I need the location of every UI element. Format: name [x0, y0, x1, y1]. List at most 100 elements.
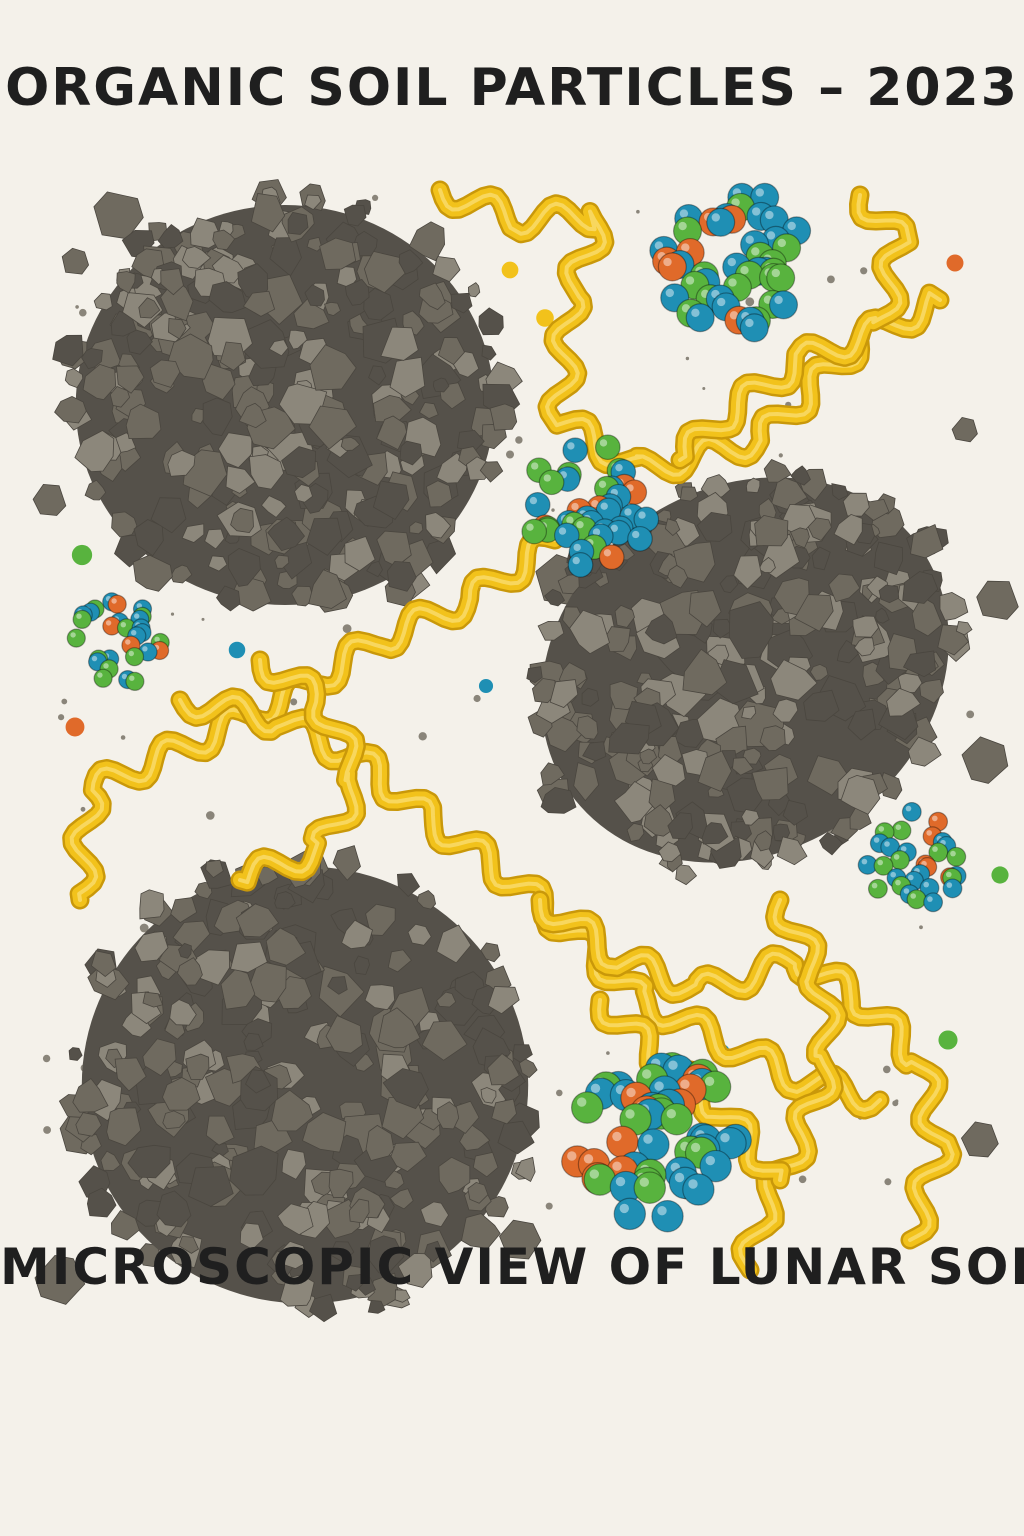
speck	[892, 1100, 899, 1107]
bead	[657, 252, 687, 282]
bead	[570, 1091, 604, 1124]
bead	[538, 469, 565, 496]
bead-cluster	[521, 434, 660, 578]
bead	[613, 1197, 647, 1231]
bead	[706, 207, 736, 237]
loose-bead	[946, 254, 964, 272]
pebble	[499, 1219, 542, 1260]
bead	[867, 878, 888, 899]
pebble	[951, 416, 978, 443]
bead	[672, 216, 703, 246]
loose-bead	[65, 717, 85, 737]
bead	[138, 642, 158, 662]
bead	[901, 801, 922, 822]
bead	[906, 889, 927, 910]
speck	[342, 624, 352, 633]
loose-bead	[991, 866, 1009, 884]
bead-cluster	[66, 592, 170, 692]
poster-subtitle: MICROSCOPIC VIEW OF LUNAR SOIL	[0, 1238, 1024, 1296]
bead	[66, 628, 86, 648]
organic-filament	[670, 185, 920, 470]
organic-filament	[430, 180, 950, 485]
speck	[860, 267, 868, 275]
bead	[567, 552, 594, 578]
loose-bead	[228, 641, 246, 659]
speck	[778, 453, 783, 458]
bead	[766, 263, 796, 293]
pebble	[34, 1254, 86, 1305]
speck	[201, 617, 205, 621]
speck	[418, 732, 427, 741]
poster-title: ORGANIC SOIL PARTICLES – 2023	[5, 58, 1019, 118]
bead	[598, 544, 625, 570]
bead	[524, 491, 551, 518]
speck	[170, 612, 175, 616]
bead	[891, 820, 912, 841]
speck	[919, 925, 923, 930]
bead	[124, 647, 145, 667]
bead-clusters	[66, 182, 967, 1233]
pebble	[32, 483, 67, 516]
speck	[702, 387, 706, 390]
mineral-aggregates	[52, 179, 973, 1323]
bead-cluster	[857, 801, 967, 913]
speck	[515, 436, 523, 444]
speck	[473, 694, 481, 703]
bead	[651, 1199, 684, 1233]
loose-bead	[938, 1030, 958, 1050]
bead	[942, 878, 963, 899]
bead	[928, 842, 949, 863]
speck	[80, 806, 86, 812]
bead	[125, 671, 145, 692]
mineral-aggregate	[52, 179, 523, 613]
speck	[827, 275, 835, 284]
mineral-aggregate	[58, 845, 540, 1323]
bead	[562, 437, 589, 464]
organic-filament	[230, 650, 366, 892]
speck	[636, 209, 640, 214]
bead	[107, 594, 127, 614]
speck	[606, 1051, 610, 1055]
bead	[698, 1070, 732, 1104]
bead	[946, 846, 967, 867]
bead	[685, 303, 715, 333]
organic-filament	[530, 890, 963, 1250]
speck	[120, 735, 126, 740]
speck	[506, 450, 514, 459]
speck	[43, 1126, 51, 1134]
bead	[521, 518, 548, 545]
bead	[594, 434, 621, 461]
speck	[545, 1202, 553, 1210]
bead	[553, 522, 580, 549]
pebble	[961, 736, 1009, 784]
speck	[556, 1089, 563, 1097]
bead	[768, 290, 799, 320]
loose-bead	[71, 544, 93, 566]
speck	[551, 508, 555, 512]
loose-bead	[478, 678, 494, 694]
bead	[923, 892, 944, 913]
bead	[93, 668, 113, 688]
speck	[42, 1054, 51, 1063]
bead	[627, 525, 653, 552]
speck	[61, 698, 68, 705]
speck	[745, 297, 755, 307]
bead	[633, 1171, 667, 1204]
speck	[798, 1175, 807, 1184]
loose-bead	[501, 261, 519, 279]
bead	[739, 313, 769, 343]
bead-cluster	[649, 182, 812, 343]
bead	[873, 855, 894, 876]
speck	[883, 1065, 891, 1074]
speck	[58, 714, 65, 721]
pebble	[61, 247, 90, 275]
bead-cluster	[561, 1051, 752, 1233]
organic-filament	[62, 527, 565, 910]
speck	[79, 308, 87, 317]
speck	[206, 811, 215, 820]
speck	[139, 923, 149, 933]
loose-bead	[536, 309, 554, 327]
mineral-aggregate	[526, 459, 973, 886]
